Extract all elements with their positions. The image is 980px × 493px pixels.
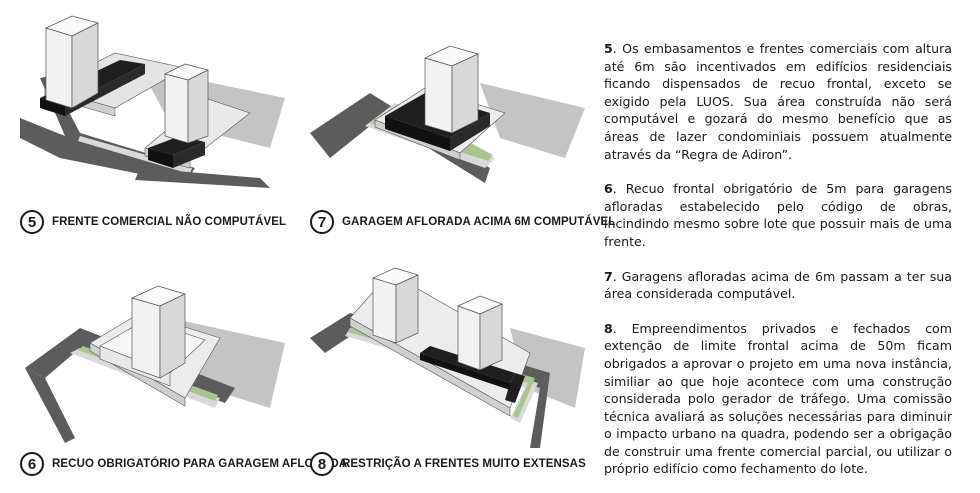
paragraph-5: 5. Os embasamentos e frentes comerciais … bbox=[604, 40, 952, 163]
number-badge-5: 5 bbox=[20, 210, 44, 234]
number-badge-7: 7 bbox=[310, 210, 334, 234]
paragraph-text-7: . Garagens afloradas acima de 6m passam … bbox=[604, 268, 952, 302]
paragraph-number-5: 5 bbox=[604, 41, 613, 56]
text-column: 5. Os embasamentos e frentes comerciais … bbox=[604, 40, 952, 493]
paragraph-number-6: 6 bbox=[604, 181, 613, 197]
caption-text-5: FRENTE COMERCIAL NÃO COMPUTÁVEL bbox=[52, 216, 287, 228]
paragraph-6: 6. Recuo frontal obrigatório de 5m para … bbox=[604, 180, 952, 250]
paragraph-text-6: . Recuo frontal obrigatório de 5m para g… bbox=[604, 181, 952, 249]
paragraph-text-5: . Os embasamentos e frentes comerciais c… bbox=[604, 41, 952, 162]
paragraph-8: 8. Empreendimentos privados e fechados c… bbox=[604, 320, 952, 478]
diagram-panel-5: 5 FRENTE COMERCIAL NÃO COMPUTÁVEL bbox=[20, 8, 290, 234]
axonometric-diagram-7 bbox=[310, 45, 585, 183]
paragraph-number-7: 7 bbox=[604, 268, 613, 284]
number-badge-8: 8 bbox=[310, 452, 334, 476]
diagram-panel-6: 6 RECUO OBRIGATÓRIO PARA GARAGEM AFLORAD… bbox=[20, 258, 347, 488]
paragraph-7: 7. Garagens afloradas acima de 6m passam… bbox=[604, 268, 952, 303]
caption-6: 6 RECUO OBRIGATÓRIO PARA GARAGEM AFLORAD… bbox=[20, 452, 347, 476]
paragraph-text-8: . Empreendimentos privados e fechados co… bbox=[604, 320, 952, 477]
caption-text-6: RECUO OBRIGATÓRIO PARA GARAGEM AFLORADA bbox=[52, 458, 348, 470]
diagram-panel-8: 8 RESTRIÇÃO A FRENTES MUITO EXTENSAS bbox=[310, 258, 590, 488]
number-badge-6: 6 bbox=[20, 452, 44, 476]
caption-text-7: GARAGEM AFLORADA ACIMA 6M COMPUTÁVEL bbox=[342, 216, 616, 228]
caption-8: 8 RESTRIÇÃO A FRENTES MUITO EXTENSAS bbox=[310, 452, 586, 476]
axonometric-diagram-6 bbox=[25, 285, 285, 443]
axonometric-diagram-5 bbox=[20, 15, 285, 188]
diagram-panel-7: 7 GARAGEM AFLORADA ACIMA 6M COMPUTÁVEL bbox=[310, 8, 615, 234]
paragraph-number-8: 8 bbox=[604, 320, 613, 336]
axonometric-diagram-8 bbox=[310, 267, 585, 448]
caption-text-8: RESTRIÇÃO A FRENTES MUITO EXTENSAS bbox=[342, 458, 586, 470]
caption-5: 5 FRENTE COMERCIAL NÃO COMPUTÁVEL bbox=[20, 210, 286, 234]
caption-7: 7 GARAGEM AFLORADA ACIMA 6M COMPUTÁVEL bbox=[310, 210, 615, 234]
